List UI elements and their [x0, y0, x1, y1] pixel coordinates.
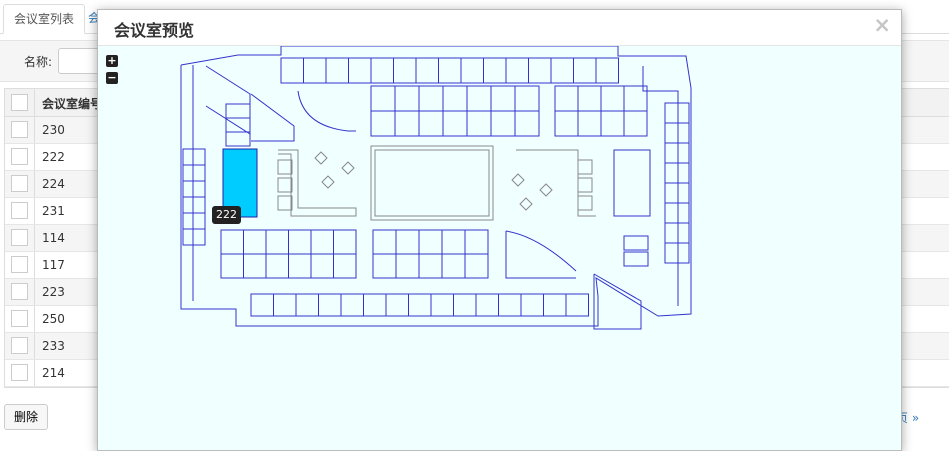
tab-meeting-room-list[interactable]: 会议室列表	[3, 4, 86, 34]
floor-plan-area[interactable]: + − 222	[98, 46, 901, 450]
room-number-cell: 117	[42, 258, 65, 272]
room-number-cell: 230	[42, 123, 65, 137]
delete-button[interactable]: 删除	[4, 404, 49, 430]
modal-title: 会议室预览	[114, 21, 195, 40]
row-checkbox[interactable]	[11, 256, 28, 273]
room-number-cell: 223	[42, 285, 65, 299]
select-all-checkbox[interactable]	[11, 94, 28, 111]
room-preview-modal: 会议室预览 × + − 222	[97, 9, 902, 451]
close-icon[interactable]: ×	[873, 13, 891, 37]
room-number-cell: 214	[42, 366, 65, 380]
row-checkbox[interactable]	[11, 337, 28, 354]
zoom-out-button[interactable]: −	[106, 71, 118, 84]
room-number-cell: 250	[42, 312, 65, 326]
room-number-cell: 222	[42, 150, 65, 164]
zoom-in-button[interactable]: +	[106, 54, 118, 67]
modal-header: 会议室预览 ×	[98, 10, 901, 46]
room-number-cell: 233	[42, 339, 65, 353]
floor-plan	[180, 46, 692, 330]
row-checkbox[interactable]	[11, 229, 28, 246]
row-checkbox[interactable]	[11, 364, 28, 381]
row-checkbox[interactable]	[11, 202, 28, 219]
room-number-cell: 114	[42, 231, 65, 245]
row-checkbox[interactable]	[11, 175, 28, 192]
room-tooltip: 222	[212, 206, 241, 224]
room-number-cell: 231	[42, 204, 65, 218]
room-number-cell: 224	[42, 177, 65, 191]
row-checkbox[interactable]	[11, 310, 28, 327]
column-header-room-number: 会议室编号	[42, 97, 103, 111]
row-checkbox[interactable]	[11, 283, 28, 300]
row-checkbox[interactable]	[11, 121, 28, 138]
name-label: 名称:	[24, 55, 53, 69]
row-checkbox[interactable]	[11, 148, 28, 165]
